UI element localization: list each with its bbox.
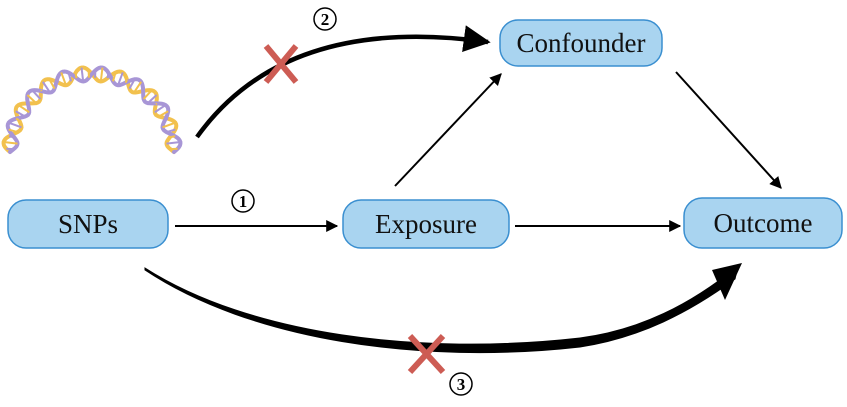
dna-rung	[166, 141, 181, 145]
node-exposure-label: Exposure	[375, 209, 477, 239]
dna-rung	[8, 135, 15, 139]
dna-rung	[56, 79, 60, 84]
dna-rung	[128, 78, 136, 90]
dna-rung	[15, 110, 26, 118]
dna-rung	[158, 110, 169, 118]
assumption-1-badge: 1	[231, 189, 255, 213]
arrow-snps-to-confounder	[195, 25, 491, 139]
dna-rung	[99, 67, 104, 82]
dna-rung	[31, 89, 42, 100]
arrowhead-outcome	[712, 263, 742, 300]
dna-rung	[8, 128, 18, 134]
node-snps-label: SNPs	[58, 209, 118, 239]
dna-rung	[26, 94, 37, 104]
dna-rung	[169, 135, 176, 139]
dna-rung	[80, 67, 85, 82]
dna-rung	[162, 121, 176, 129]
dna-rung	[141, 89, 144, 92]
dna-rung	[117, 72, 124, 86]
node-outcome-label: Outcome	[714, 208, 813, 238]
cross-icon	[263, 44, 299, 84]
dna-rung	[147, 94, 158, 104]
assumption-3-badge: 3	[449, 372, 473, 396]
dna-rung	[74, 72, 78, 79]
assumption-2-label: 2	[321, 10, 330, 29]
dna-rung	[15, 117, 20, 121]
dna-rung	[8, 121, 22, 129]
node-confounder-label: Confounder	[517, 28, 646, 58]
dna-rung	[26, 102, 29, 105]
assumption-2-badge: 2	[313, 7, 337, 31]
dna-rung	[166, 128, 176, 134]
dna-rung	[60, 72, 67, 86]
dna-rung	[40, 89, 43, 92]
node-snps: SNPs	[7, 199, 169, 249]
arrow-exposure-to-confounder	[394, 73, 502, 187]
dna-rung	[3, 141, 18, 145]
dna-rung	[67, 72, 72, 82]
dna-rung	[124, 79, 128, 84]
cross-icon	[407, 333, 446, 375]
node-exposure: Exposure	[342, 199, 510, 249]
dna-rung	[112, 72, 117, 82]
dna-helix-icon	[1, 65, 183, 154]
dna-rung	[142, 89, 153, 100]
assumption-1-label: 1	[239, 192, 248, 211]
arrow-confounder-to-outcome	[675, 71, 782, 189]
dna-rung	[48, 78, 56, 90]
dna-rung	[155, 102, 158, 105]
dna-rung	[133, 81, 142, 94]
node-confounder: Confounder	[499, 19, 663, 67]
dna-rung	[164, 117, 169, 121]
dna-rung	[17, 104, 30, 114]
arrow-snps-to-outcome	[144, 264, 739, 354]
dna-rung	[154, 104, 167, 114]
node-outcome: Outcome	[683, 197, 843, 249]
dna-rung	[42, 81, 51, 94]
assumption-3-label: 3	[457, 375, 466, 394]
dna-rung	[106, 72, 110, 79]
